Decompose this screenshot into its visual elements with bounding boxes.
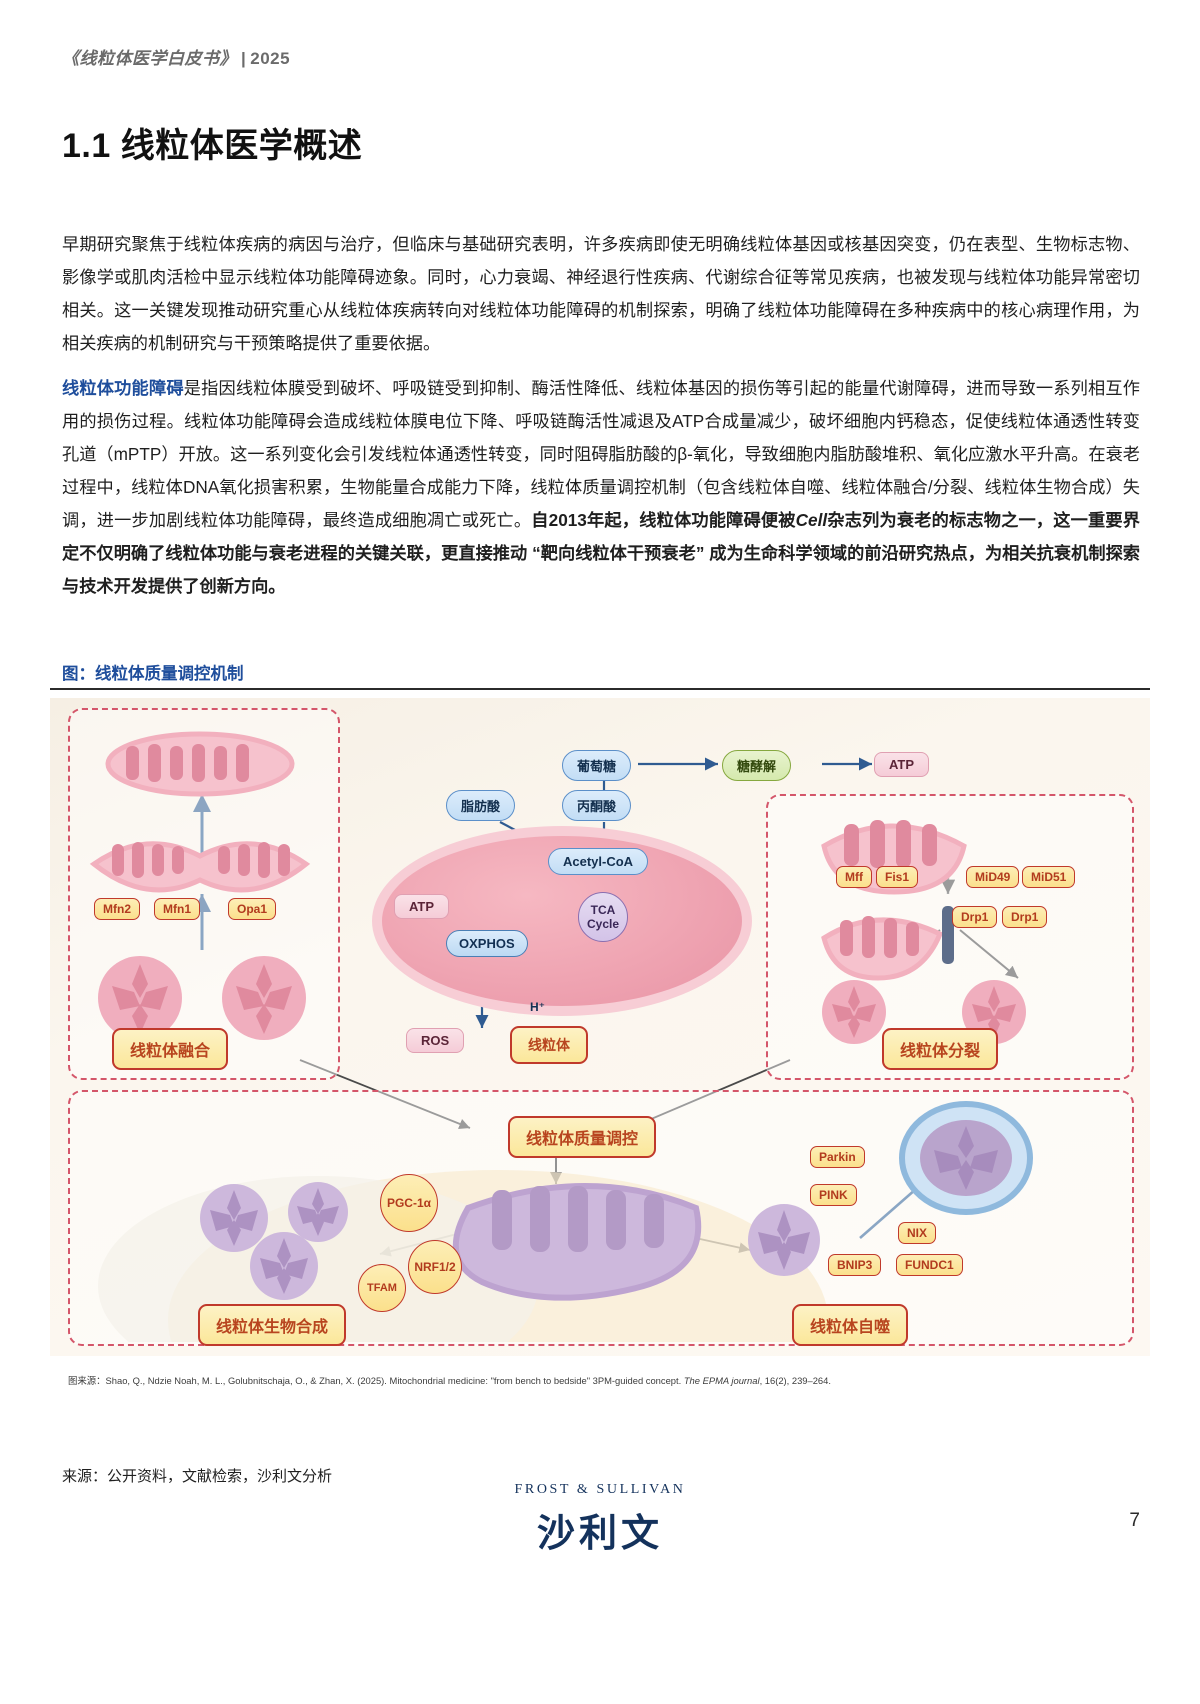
node-fatty-acid: 脂肪酸: [446, 790, 516, 821]
paragraph-two-text: 是指因线粒体膜受到破坏、呼吸链受到抑制、酶活性降低、线粒体基因的损伤等引起的能量…: [62, 378, 1140, 530]
figure-diagram: 葡萄糖 糖酵解 ATP 脂肪酸 丙酮酸 Acetyl-CoA TCA Cycle…: [50, 698, 1150, 1356]
gene-drp1-right: Drp1: [1002, 906, 1048, 928]
gene-fis1: Fis1: [876, 866, 919, 888]
gene-mff: Mff: [836, 866, 872, 888]
gene-nrf1-2: NRF1/2: [408, 1240, 462, 1294]
gene-opa1: Opa1: [228, 898, 277, 920]
citation-journal: The EPMA journal: [683, 1375, 760, 1386]
gene-bnip3: BNIP3: [828, 1254, 882, 1276]
running-head-title: 《线粒体医学白皮书》: [62, 49, 237, 68]
paragraph-two: 线粒体功能障碍是指因线粒体膜受到破坏、呼吸链受到抑制、酶活性降低、线粒体基因的损…: [62, 372, 1140, 603]
node-acetyl-coa: Acetyl-CoA: [548, 848, 649, 875]
running-head-year: 2025: [250, 49, 291, 68]
caption-mitochondrial-fusion: 线粒体融合: [112, 1028, 229, 1070]
node-atp-left: ATP: [394, 894, 450, 919]
paragraph-one: 早期研究聚焦于线粒体疾病的病因与治疗，但临床与基础研究表明，许多疾病即使无明确线…: [62, 228, 1140, 360]
node-mitochondrion-label: 线粒体: [510, 1026, 588, 1064]
running-head-separator: |: [241, 49, 247, 68]
node-tca-cycle: TCA Cycle: [578, 892, 628, 942]
figure-citation: 图来源：Shao, Q., Ndzie Noah, M. L., Golubni…: [68, 1374, 1138, 1388]
figure-title: 图：线粒体质量调控机制: [62, 665, 244, 683]
paragraph-one-text: 早期研究聚焦于线粒体疾病的病因与治疗，但临床与基础研究表明，许多疾病即使无明确线…: [62, 234, 1140, 353]
running-head: 《线粒体医学白皮书》|2025: [62, 44, 290, 69]
gene-pgc-1a: PGC-1α: [380, 1174, 438, 1232]
gene-drp1-left: Drp1: [952, 906, 998, 928]
node-proton: H⁺: [530, 1000, 545, 1014]
logo-english: FROST & SULLIVAN: [514, 1482, 686, 1497]
caption-mitophagy: 线粒体自噬: [792, 1304, 909, 1346]
paragraph-two-bold-b: 杂志列为衰老的标志物之一，这一重要界定不仅明确了线粒体功能与衰老进程的关键关联，…: [62, 510, 1140, 596]
gene-mid51: MiD51: [1022, 866, 1076, 888]
gene-nix: NIX: [898, 1222, 937, 1244]
tca-line-1: TCA: [590, 903, 616, 917]
gene-mfn1: Mfn1: [154, 898, 200, 920]
node-pyruvate: 丙酮酸: [562, 790, 632, 821]
paragraph-two-bold-a: 自2013年起，线粒体功能障碍便被: [531, 510, 796, 530]
brand-logo: FROST & SULLIVAN 沙利文: [0, 1482, 1200, 1557]
node-atp-top: ATP: [874, 752, 930, 777]
gene-tfam: TFAM: [358, 1264, 406, 1312]
citation-tail: , 16(2), 239–264.: [759, 1375, 831, 1386]
node-oxphos: OXPHOS: [446, 930, 528, 957]
tca-line-2: Cycle: [586, 917, 620, 931]
caption-quality-control: 线粒体质量调控: [508, 1116, 657, 1158]
page-title: 1.1 线粒体医学概述: [62, 127, 363, 165]
journal-name-cell: Cell: [795, 510, 828, 530]
node-glycolysis: 糖酵解: [722, 750, 792, 781]
fission-mitochondria-art: [821, 820, 1026, 1044]
gene-parkin: Parkin: [810, 1146, 865, 1168]
gene-mid49: MiD49: [966, 866, 1020, 888]
fusion-mitochondria-art: [89, 731, 311, 1040]
citation-authors: Shao, Q., Ndzie Noah, M. L., Golubnitsch…: [105, 1375, 684, 1386]
node-glucose: 葡萄糖: [562, 750, 632, 781]
caption-mitochondrial-fission: 线粒体分裂: [882, 1028, 999, 1070]
page-number: 7: [1129, 1510, 1140, 1531]
node-ros: ROS: [406, 1028, 465, 1053]
gene-mfn2: Mfn2: [94, 898, 140, 920]
keyword-mitochondrial-dysfunction: 线粒体功能障碍: [62, 378, 184, 398]
citation-label: 图来源：: [68, 1375, 106, 1386]
source-note: 来源：公开资料，文献检索，沙利文分析: [62, 1468, 333, 1485]
caption-biogenesis: 线粒体生物合成: [198, 1304, 347, 1346]
figure-top-rule: [50, 688, 1150, 690]
gene-pink: PINK: [810, 1184, 857, 1206]
gene-fundc1: FUNDC1: [896, 1254, 963, 1276]
logo-chinese: 沙利文: [536, 1513, 663, 1555]
